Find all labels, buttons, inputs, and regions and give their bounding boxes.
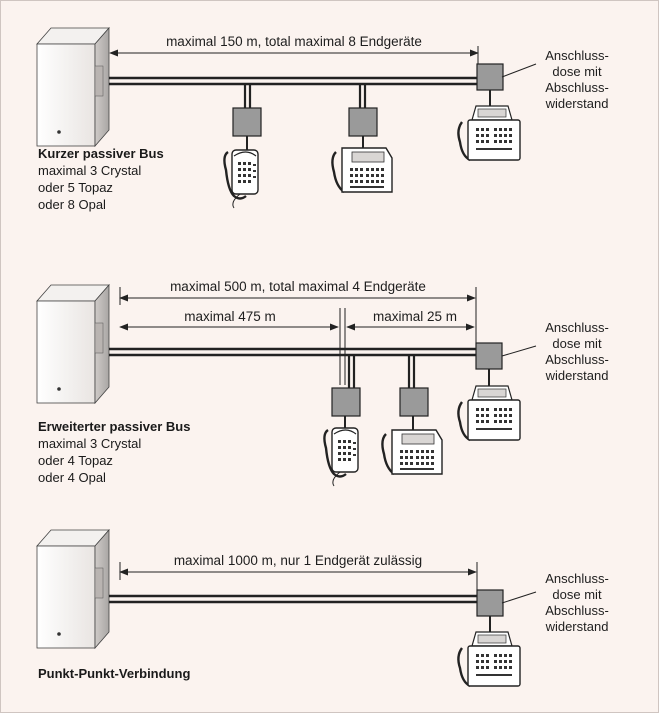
caption-title: Kurzer passiver Bus	[38, 146, 164, 161]
termination-socket	[476, 63, 504, 91]
terminal-note-line: widerstand	[545, 619, 609, 634]
terminal-note-line: dose mit	[552, 587, 602, 602]
caption-line: maximal 3 Crystal	[38, 163, 142, 178]
connection-socket	[348, 107, 378, 137]
terminal-note-line: widerstand	[545, 96, 609, 111]
telephone-icon	[457, 630, 522, 688]
caption-extended-bus: Erweiterter passiver Bus maximal 3 Cryst…	[38, 418, 190, 486]
dimension-label: maximal 150 m, total maximal 8 Endgeräte	[166, 34, 422, 49]
caption-line: oder 4 Topaz	[38, 453, 113, 468]
telephone-icon	[381, 428, 444, 476]
terminal-note-line: widerstand	[545, 368, 609, 383]
pbx-server-icon	[36, 27, 110, 147]
terminal-note-line: Anschluss-	[545, 320, 609, 335]
caption-line: maximal 3 Crystal	[38, 436, 142, 451]
terminal-note-line: dose mit	[552, 64, 602, 79]
connection-socket	[232, 107, 262, 137]
callout-line	[501, 591, 537, 604]
caption-title: Erweiterter passiver Bus	[38, 419, 191, 434]
telephone-icon	[223, 148, 260, 210]
dimension-label: maximal 475 m	[184, 309, 276, 324]
terminal-note-line: Abschluss-	[545, 603, 609, 618]
terminal-note-line: Abschluss-	[545, 80, 609, 95]
caption-point-to-point: Punkt-Punkt-Verbindung	[38, 665, 190, 682]
telephone-icon	[331, 146, 394, 194]
terminal-note-line: Anschluss-	[545, 48, 609, 63]
connection-socket	[331, 387, 361, 417]
termination-socket	[476, 589, 504, 617]
telephone-icon	[323, 426, 360, 488]
terminal-note-line: dose mit	[552, 336, 602, 351]
dimension-label: maximal 500 m, total maximal 4 Endgeräte	[170, 279, 426, 294]
caption-line: oder 4 Opal	[38, 470, 106, 485]
pbx-server-icon	[36, 529, 110, 649]
caption-line: oder 5 Topaz	[38, 180, 113, 195]
callout-line	[501, 63, 537, 78]
terminal-note-line: Anschluss-	[545, 571, 609, 586]
pbx-server-icon	[36, 284, 110, 404]
terminal-note-line: Abschluss-	[545, 352, 609, 367]
caption-line: oder 8 Opal	[38, 197, 106, 212]
dimension-label: maximal 1000 m, nur 1 Endgerät zulässig	[174, 553, 422, 568]
telephone-icon	[457, 104, 522, 162]
caption-title: Punkt-Punkt-Verbindung	[38, 666, 191, 681]
termination-socket	[475, 342, 503, 370]
caption-short-bus: Kurzer passiver Bus maximal 3 Crystal od…	[38, 145, 164, 213]
dimension-label: maximal 25 m	[373, 309, 457, 324]
callout-line	[501, 345, 537, 357]
connection-socket	[399, 387, 429, 417]
telephone-icon	[457, 384, 522, 442]
